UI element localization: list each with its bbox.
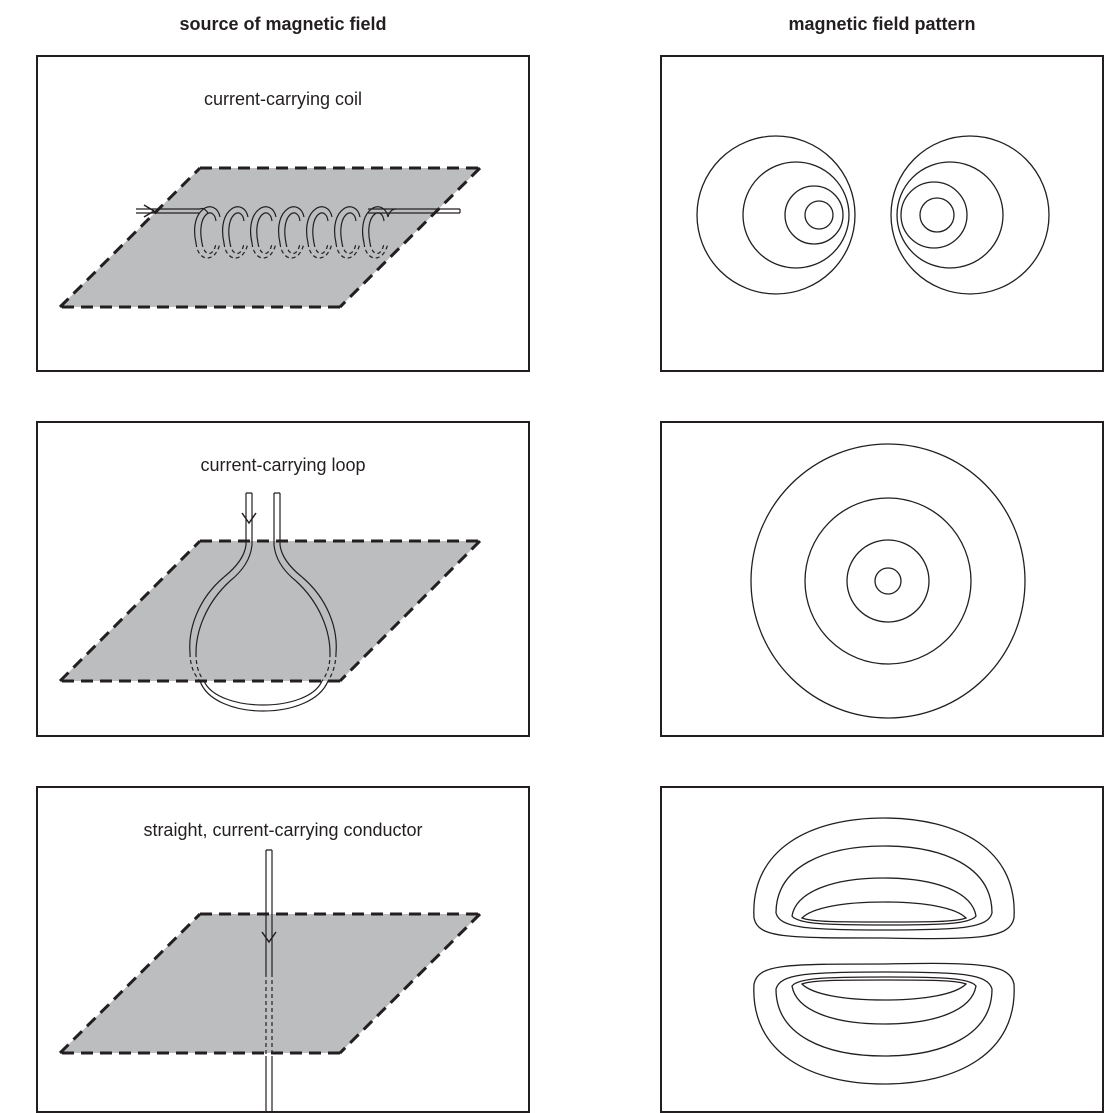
source-column-header: source of magnetic field (179, 14, 387, 34)
field-line (753, 962, 1015, 1085)
straight-conductor-diagram (58, 849, 482, 1111)
field-line (791, 976, 977, 1025)
field-line (791, 877, 977, 926)
plane-edge-dashed (58, 166, 482, 309)
source-panel-loop: current-carrying loop (36, 421, 530, 737)
field-line (775, 845, 993, 931)
source-label-coil: current-carrying coil (203, 89, 363, 109)
field-line (750, 443, 1026, 719)
pattern-panel-c (660, 786, 1104, 1113)
source-label-loop: current-carrying loop (200, 455, 366, 475)
field-line (800, 901, 968, 923)
loop-diagram (58, 492, 482, 712)
source-label-straight: straight, current-carrying conductor (143, 820, 423, 840)
field-pattern-two-loops (696, 135, 1050, 295)
source-panel-straight: straight, current-carrying conductor (36, 786, 530, 1113)
field-line (896, 161, 1004, 269)
field-line (775, 971, 993, 1057)
field-line (800, 979, 968, 1001)
pattern-panel-b (660, 421, 1104, 737)
plane-surface (60, 541, 480, 681)
field-line (742, 161, 850, 269)
current-arrow (143, 204, 156, 218)
coil-diagram (58, 166, 482, 309)
field-line (890, 135, 1050, 295)
plane-edge-dashed (58, 912, 482, 1055)
current-arrow (241, 512, 257, 525)
coil-wire (136, 206, 461, 259)
field-line (900, 181, 968, 249)
field-pattern-split-domes (753, 817, 1015, 1085)
loop-hidden-part (189, 652, 337, 682)
field-line (804, 200, 834, 230)
source-panel-coil: current-carrying coil (36, 55, 530, 372)
field-line (919, 197, 955, 233)
pattern-column-header: magnetic field pattern (788, 14, 976, 34)
field-pattern-concentric (750, 443, 1026, 719)
field-line (784, 185, 844, 245)
field-line (874, 567, 902, 595)
plane-surface (60, 168, 480, 307)
current-arrow (261, 931, 277, 944)
pattern-panel-a (660, 55, 1104, 372)
field-line (753, 817, 1015, 940)
field-line (696, 135, 856, 295)
field-line (846, 539, 930, 623)
straight-wire (265, 849, 273, 1111)
plane-edge-dashed (58, 539, 482, 683)
field-line (804, 497, 972, 665)
plane-surface (60, 914, 480, 1053)
